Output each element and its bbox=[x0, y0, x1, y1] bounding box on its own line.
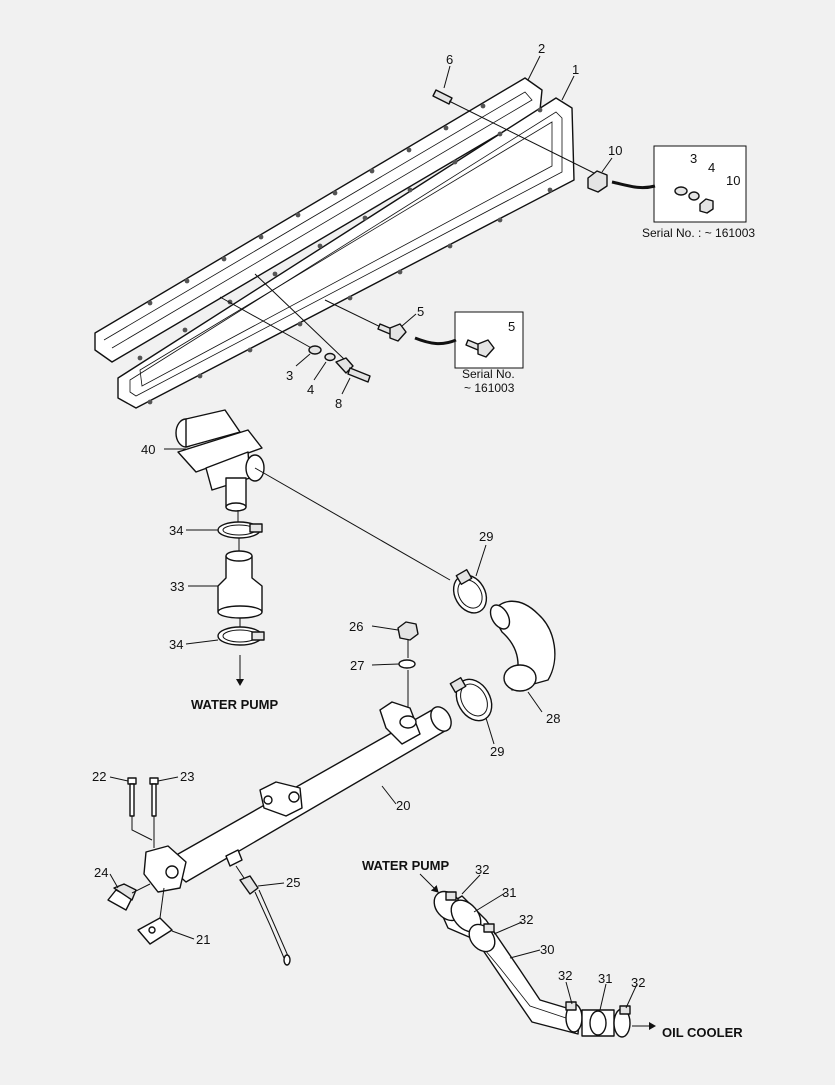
serial-top: Serial No. : ~ 161003 bbox=[642, 226, 755, 240]
gasket-part-2 bbox=[94, 77, 543, 363]
bolt-part-23 bbox=[149, 777, 159, 817]
label-part-29-lower: 29 bbox=[490, 744, 504, 759]
hose-clamp-part-32-d bbox=[613, 1005, 631, 1038]
serial-mid-line2: ~ 161003 bbox=[464, 381, 515, 395]
label-part-1: 1 bbox=[572, 62, 579, 77]
label-part-23: 23 bbox=[180, 769, 194, 784]
label-part-32-a: 32 bbox=[475, 862, 489, 877]
label-part-27: 27 bbox=[350, 658, 364, 673]
hose-clamp-part-34-upper bbox=[217, 521, 263, 539]
label-part-34-lower: 34 bbox=[169, 637, 183, 652]
nut-part-10 bbox=[587, 170, 608, 193]
bolt-part-22 bbox=[127, 777, 137, 817]
label-part-32-d: 32 bbox=[631, 975, 645, 990]
label-part-22: 22 bbox=[92, 769, 106, 784]
o-ring-part-27 bbox=[398, 659, 416, 669]
elbow-hose-part-28 bbox=[489, 600, 556, 692]
label-part-30: 30 bbox=[540, 942, 554, 957]
stud-part-8 bbox=[335, 357, 371, 383]
label-part-25: 25 bbox=[286, 875, 300, 890]
inset-box-serial-top bbox=[611, 145, 747, 223]
label-part-5: 5 bbox=[417, 304, 424, 319]
sensor-part-25 bbox=[235, 865, 291, 966]
label-part-4-inset: 4 bbox=[708, 160, 715, 175]
label-part-2: 2 bbox=[538, 41, 545, 56]
label-part-4: 4 bbox=[307, 382, 314, 397]
water-pump-label-left: WATER PUMP bbox=[191, 697, 278, 712]
stud-part-6 bbox=[432, 89, 601, 177]
label-part-34-upper: 34 bbox=[169, 523, 183, 538]
thermostat-housing-part-40 bbox=[175, 409, 265, 512]
hose-part-33 bbox=[217, 550, 263, 619]
label-part-32-c: 32 bbox=[558, 968, 572, 983]
label-part-24: 24 bbox=[94, 865, 108, 880]
oil-cooler-label: OIL COOLER bbox=[662, 1025, 743, 1040]
label-part-28: 28 bbox=[546, 711, 560, 726]
hose-clamp-part-32-b bbox=[468, 923, 496, 953]
water-pump-label-right: WATER PUMP bbox=[362, 858, 449, 873]
label-part-6: 6 bbox=[446, 52, 453, 67]
label-part-3-inset: 3 bbox=[690, 151, 697, 166]
leader-lines bbox=[109, 55, 638, 1011]
label-part-3: 3 bbox=[286, 368, 293, 383]
hose-clamp-part-32-c bbox=[565, 1001, 583, 1033]
label-part-10-inset: 10 bbox=[726, 173, 740, 188]
bolt-part-5 bbox=[377, 323, 407, 342]
part-number-labels: 6 2 1 10 3 4 10 Serial No. : ~ 161003 5 … bbox=[92, 41, 755, 1040]
hose-clamp-part-34-lower bbox=[217, 626, 265, 646]
label-part-21: 21 bbox=[196, 932, 210, 947]
temperature-sensor-part-24 bbox=[107, 883, 151, 911]
label-part-20: 20 bbox=[396, 798, 410, 813]
plug-part-26 bbox=[397, 621, 419, 641]
label-part-33: 33 bbox=[170, 579, 184, 594]
label-part-8: 8 bbox=[335, 396, 342, 411]
label-part-10: 10 bbox=[608, 143, 622, 158]
label-part-32-b: 32 bbox=[519, 912, 533, 927]
label-part-40: 40 bbox=[141, 442, 155, 457]
label-part-29-upper: 29 bbox=[479, 529, 493, 544]
hose-sleeve-part-31-b bbox=[581, 1009, 615, 1037]
washer-part-4 bbox=[324, 352, 336, 362]
washer-part-3 bbox=[308, 345, 322, 355]
cover-plate-part-1 bbox=[117, 97, 575, 409]
label-part-31-b: 31 bbox=[598, 971, 612, 986]
label-part-5-inset: 5 bbox=[508, 319, 515, 334]
label-part-26: 26 bbox=[349, 619, 363, 634]
hose-clamp-part-29-upper bbox=[452, 568, 488, 614]
label-part-31-a: 31 bbox=[502, 885, 516, 900]
water-pipe-part-20 bbox=[143, 701, 452, 893]
inset-box-serial-mid bbox=[414, 311, 524, 369]
hose-clamp-part-29-lower bbox=[449, 676, 493, 722]
serial-mid-line1: Serial No. bbox=[462, 367, 515, 381]
bracket-part-21 bbox=[137, 887, 173, 945]
